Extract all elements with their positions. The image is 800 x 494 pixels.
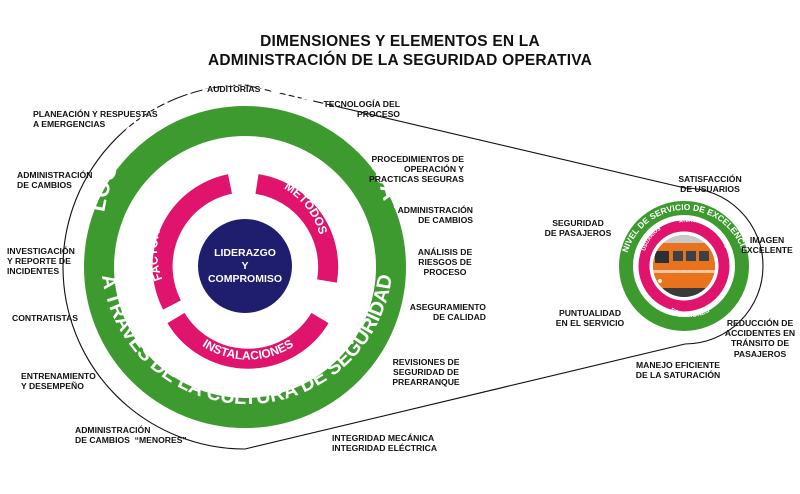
label-reduccion: REDUCCIÓN DE ACCIDENTES EN TRÁNSITO DE P… bbox=[724, 318, 796, 359]
label-puntualidad: PUNTUALIDAD EN EL SERVICIO bbox=[555, 308, 625, 329]
center-text-line1: LIDERAZGO bbox=[214, 247, 276, 259]
segment-factor-humano bbox=[152, 174, 233, 310]
segment-metodos bbox=[255, 174, 339, 283]
label-integridad: INTEGRIDAD MECÁNICA INTEGRIDAD ELÉCTRICA bbox=[332, 433, 438, 454]
label-entrenamiento: ENTRENAMIENTO Y DESEMPEÑO bbox=[21, 371, 96, 392]
big-green-ring bbox=[84, 106, 406, 428]
label-administracion-cambios-left: ADMINISTRACIÓN DE CAMBIOS bbox=[17, 170, 93, 191]
label-analisis: ANÁLISIS DE RIESGOS DE PROCESO bbox=[417, 247, 473, 278]
belt-outline bbox=[62, 84, 764, 450]
label-aseguramiento: ASEGURAMIENTO DE CALIDAD bbox=[409, 302, 486, 323]
metro-train-image bbox=[653, 235, 715, 297]
label-manejo: MANEJO EFICIENTE DE LA SATURACIÓN bbox=[635, 360, 721, 381]
label-contratistas: CONTRATISTAS bbox=[12, 313, 79, 323]
label-satisfaccion: SATISFACCIÓN DE USUARIOS bbox=[678, 174, 742, 195]
page-title-line2: ADMINISTRACIÓN DE LA SEGURIDAD OPERATIVA bbox=[207, 52, 593, 69]
label-tecnologia: TECNOLOGÍA DEL PROCESO bbox=[323, 99, 400, 120]
label-planeacion: PLANEACIÓN Y RESPUESTAS A EMERGENCIAS bbox=[33, 109, 158, 130]
small-magenta-ring bbox=[638, 220, 730, 312]
center-text-line2: Y bbox=[241, 260, 248, 272]
label-seguridad-pasajeros: SEGURIDAD DE PASAJEROS bbox=[544, 218, 612, 239]
segment-instalaciones bbox=[167, 312, 329, 369]
label-administracion-cambios-right: ADMINISTRACIÓN DE CAMBIOS bbox=[397, 205, 473, 226]
label-auditorias: AUDITORÍAS bbox=[207, 84, 261, 94]
page-title-line1: DIMENSIONES Y ELEMENTOS EN LA bbox=[260, 33, 540, 50]
center-text-line3: COMPROMISO bbox=[208, 273, 282, 285]
label-investigacion: INVESTIGACIÓN Y REPORTE DE INCIDENTES bbox=[7, 246, 75, 277]
label-revisiones: REVISIONES DE SEGURIDAD DE PREARRANQUE bbox=[392, 357, 460, 388]
small-green-ring bbox=[619, 201, 749, 331]
label-imagen: IMAGEN EXCELENTE bbox=[741, 235, 793, 256]
label-procedimientos: PROCEDIMIENTOS DE OPERACIÓN Y PRACTICAS … bbox=[368, 154, 464, 185]
label-administracion-menores: ADMINISTRACIÓN DE CAMBIOS “MENORES” bbox=[75, 425, 187, 446]
center-circle bbox=[198, 219, 292, 313]
